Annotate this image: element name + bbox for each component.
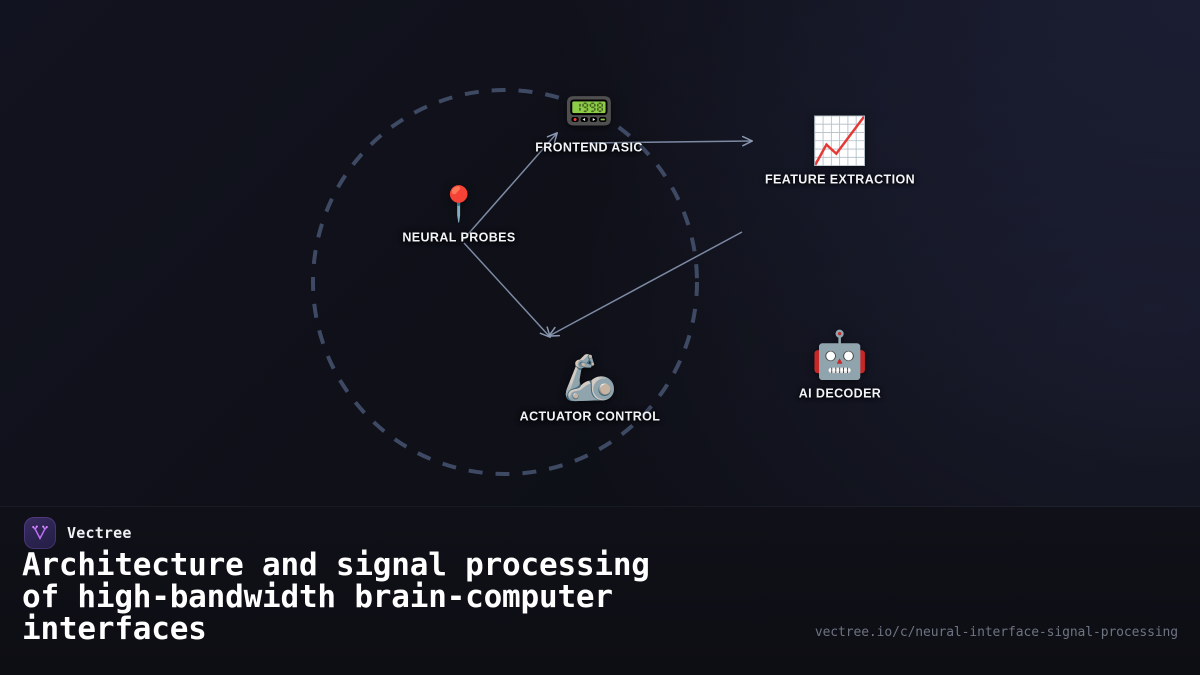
node-feature-extraction[interactable]: 📈 FEATURE EXTRACTION bbox=[765, 118, 915, 187]
node-label-actuator-control: ACTUATOR CONTROL bbox=[519, 409, 661, 424]
footer: Vectree Architecture and signal processi… bbox=[0, 507, 1200, 675]
vectree-logo-icon bbox=[24, 517, 56, 549]
robot-icon: 🤖 bbox=[811, 327, 869, 382]
architecture-diagram: 📍 NEURAL PROBES 📟 FRONTEND ASIC 🦾 ACTUAT… bbox=[311, 88, 915, 476]
node-frontend-asic[interactable]: 📟 FRONTEND ASIC bbox=[535, 92, 643, 155]
edge-decoder-to-actuator bbox=[547, 231, 743, 337]
node-label-frontend-asic: FRONTEND ASIC bbox=[535, 140, 643, 155]
edge-probes-to-asic bbox=[461, 132, 558, 242]
chart-increasing-icon: 📈 bbox=[811, 113, 869, 168]
pager-icon: 📟 bbox=[564, 88, 614, 135]
brand[interactable]: Vectree bbox=[24, 517, 132, 549]
round-pushpin-icon: 📍 bbox=[437, 184, 481, 225]
system-boundary-circle bbox=[311, 88, 699, 476]
diagram-canvas bbox=[311, 88, 754, 476]
brand-name: Vectree bbox=[67, 524, 132, 542]
node-label-neural-probes: NEURAL PROBES bbox=[402, 230, 516, 245]
edge-probes-to-actuator bbox=[463, 242, 551, 338]
mechanical-arm-icon: 🦾 bbox=[562, 352, 618, 404]
node-label-ai-decoder: AI DECODER bbox=[798, 386, 882, 401]
node-ai-decoder[interactable]: 🤖 AI DECODER bbox=[799, 332, 881, 401]
node-label-feature-extraction: FEATURE EXTRACTION bbox=[764, 172, 916, 187]
footer-divider bbox=[0, 506, 1200, 507]
edge-asic-to-feature-extraction bbox=[585, 135, 754, 147]
page-title: Architecture and signal processing of hi… bbox=[22, 547, 650, 647]
share-url: vectree.io/c/neural-interface-signal-pro… bbox=[814, 625, 1178, 640]
node-neural-probes[interactable]: 📍 NEURAL PROBES bbox=[402, 188, 515, 245]
node-actuator-control[interactable]: 🦾 ACTUATOR CONTROL bbox=[519, 352, 661, 424]
